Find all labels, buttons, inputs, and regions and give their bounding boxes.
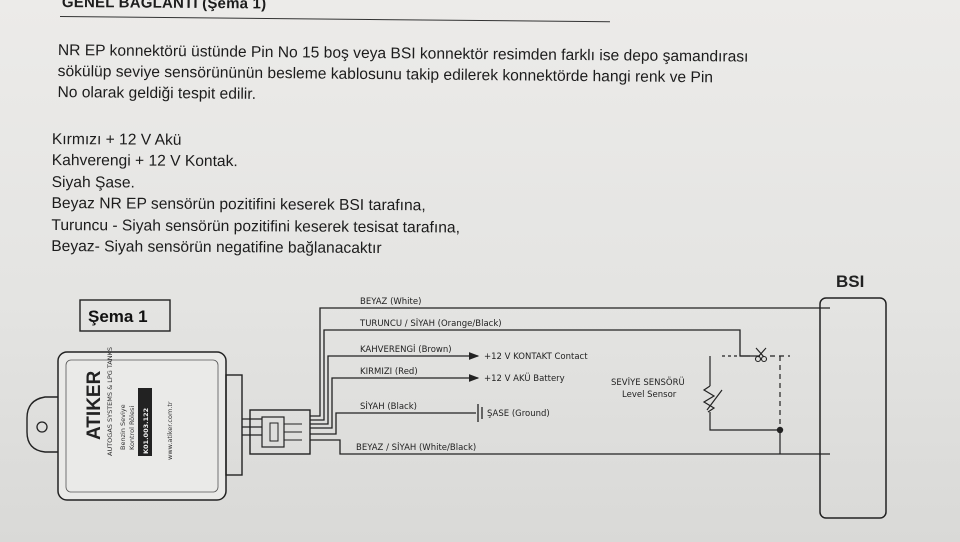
mounting-hole: [36, 421, 48, 433]
level-sensor-circuit: [702, 355, 790, 454]
wire-brown: [310, 352, 480, 425]
spec-line: Kahverengi + 12 V Kontak.: [51, 152, 238, 171]
spec-line: Turuncu - Siyah sensörün pozitifini kese…: [51, 216, 460, 237]
page-heading: GENEL BAĞLANTI (Şema 1): [61, 0, 267, 13]
spec-line: Kırmızı + 12 V Akü: [51, 130, 182, 149]
terminal-label-contact: +12 V KONTAKT Contact: [484, 352, 588, 362]
bsi-box: [819, 297, 887, 519]
sensor-label-en: Level Sensor: [622, 390, 677, 400]
device-brand: ATIKER: [84, 370, 105, 440]
wire-label-red: KIRMIZI (Red): [360, 367, 418, 377]
spec-line: Siyah Şase.: [51, 173, 135, 192]
scissors-icon: [754, 347, 768, 363]
bsi-title: BSI: [836, 272, 864, 291]
terminal-label-ground: ŞASE (Ground): [487, 409, 550, 419]
wire-label-white-black: BEYAZ / SİYAH (White/Black): [356, 442, 476, 453]
relay-device: ATIKER AUTOGAS SYSTEMS & LPG TANKS Benzi…: [26, 347, 243, 501]
wire-red: [310, 374, 480, 429]
wire-label-orange-black: TURUNCU / SİYAH (Orange/Black): [359, 318, 502, 329]
device-cable: [242, 418, 262, 436]
wire-label-black: SİYAH (Black): [360, 401, 417, 412]
intro-paragraph: NR EP konnektörü üstünde Pin No 15 boş v…: [57, 40, 918, 111]
wire-spec-list: Kırmızı + 12 V Akü Kahverengi + 12 V Kon…: [51, 129, 460, 260]
wiring-diagram: Şema 1 ATIKER AUTOGAS SYSTEMS & LPG TANK…: [26, 272, 887, 519]
wire-white: [310, 307, 830, 417]
device-product-line1: Benzin Seviye: [119, 404, 127, 450]
spec-line: Beyaz- Siyah sensörün negatifine bağlana…: [51, 238, 382, 258]
wire-label-brown: KAHVERENGİ (Brown): [360, 344, 452, 355]
junction-dot: [776, 426, 784, 434]
device-code: K01.003.122: [142, 408, 150, 454]
terminal-label-battery: +12 V AKÜ Battery: [484, 373, 565, 384]
wire-label-white: BEYAZ (White): [360, 297, 421, 307]
wire-white-black: [310, 439, 830, 455]
schema-label: Şema 1: [88, 307, 148, 326]
schema-label-box: Şema 1: [79, 299, 171, 332]
device-product-line2: Kontrol Rölesi: [128, 406, 136, 450]
device-website: www.atiker.com.tr: [166, 401, 174, 460]
device-brand-sub: AUTOGAS SYSTEMS & LPG TANKS: [106, 347, 114, 456]
ground-symbol: [477, 404, 483, 422]
wire-connector: [249, 409, 311, 455]
wire-black: [310, 412, 476, 435]
sensor-label-tr: SEVİYE SENSÖRÜ: [611, 377, 685, 388]
device-code-label-bg: [138, 388, 152, 456]
spec-line: Beyaz NR EP sensörün pozitifini keserek …: [51, 195, 426, 215]
